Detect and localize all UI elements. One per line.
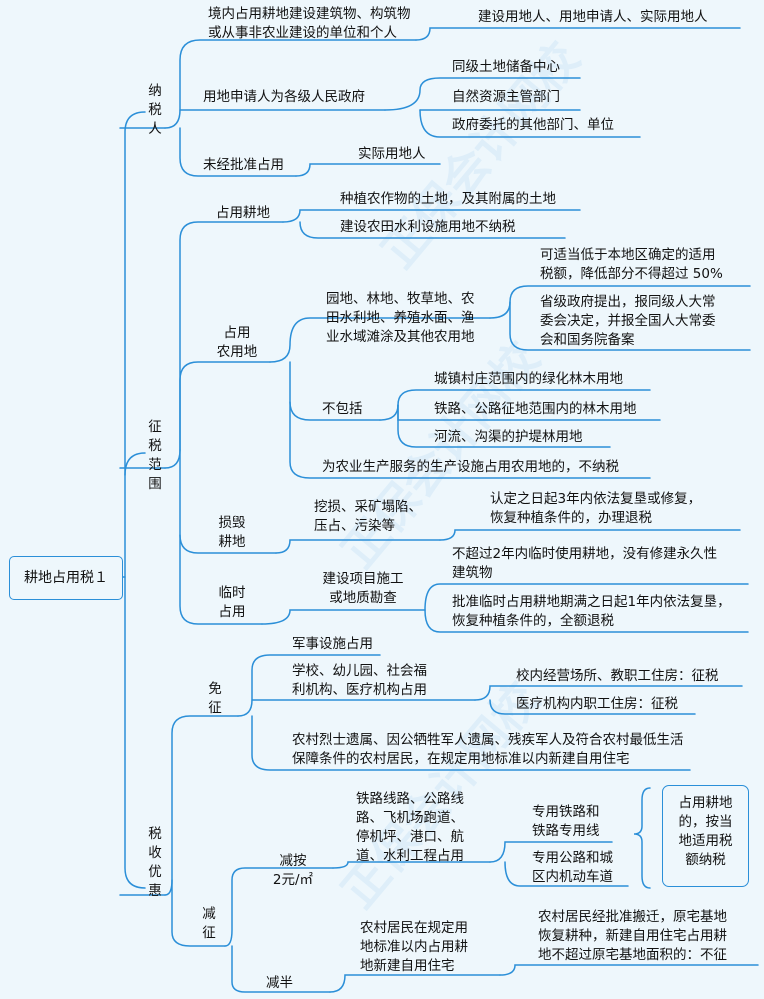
scope-temp: 临时 占用 — [218, 585, 246, 620]
relief-military: 军事设施占用 — [292, 636, 373, 652]
scope-damage-leaf: 认定之日起3年内依法复垦或修复， 恢复种植条件的，办理退税 — [490, 491, 702, 526]
scope-exclude: 不包括 — [322, 401, 363, 417]
scope-farmland-leaf: 种植农作物的土地，及其附属的土地 — [340, 191, 556, 207]
relief-title: 税 收 优 惠 — [148, 826, 162, 899]
relief-schools-leaf: 校内经营场所、教职工住房：征税 — [516, 668, 719, 684]
scope-farmland-leaf: 建设农田水利设施用地不纳税 — [340, 219, 516, 235]
taxpayer-branch-2-leaf: 政府委托的其他部门、单位 — [452, 117, 614, 133]
relief-reduce2-note: 占用耕地 的，按当 地适用税 额纳税 — [678, 795, 733, 868]
scope-exclude-leaf: 河流、沟渠的护堤林用地 — [434, 429, 583, 445]
relief-reduce2: 减按 2元/㎡ — [272, 853, 314, 888]
relief-reduce2-leaf: 专用公路和城 区内机动车道 — [532, 850, 613, 885]
taxpayer-branch-2: 用地申请人为各级人民政府 — [203, 89, 365, 105]
scope-temp-desc: 建设项目施工 或地质勘查 — [322, 571, 404, 606]
relief-half-leaf: 农村居民经批准搬迁，原宅基地 恢复耕种，新建自用住宅占用耕 地不超过原宅基地面积… — [538, 909, 727, 963]
scope-agri-leaf: 省级政府提出，报同级人大常 委会决定，并报全国人大常委 会和国务院备案 — [540, 294, 716, 348]
relief-rural-family: 农村烈士遗属、因公牺牲军人遗属、残疾军人及符合农村最低生活 保障条件的农村居民，… — [292, 732, 684, 767]
relief-half: 减半 — [266, 975, 293, 991]
relief-reduce: 减 征 — [202, 906, 216, 941]
taxpayer-branch-3-leaf: 实际用地人 — [358, 146, 426, 162]
scope-agri: 占用 农用地 — [216, 325, 258, 360]
relief-schools: 学校、幼儿园、社会福 利机构、医疗机构占用 — [292, 663, 427, 698]
taxpayer-branch-3: 未经批准占用 — [203, 157, 284, 173]
scope-agri-leaf: 可适当低于本地区确定的适用 税额，降低部分不得超过 50% — [540, 247, 723, 282]
relief-exempt: 免 征 — [208, 681, 222, 716]
scope-title: 征 税 范 围 — [148, 419, 162, 492]
scope-exclude-leaf: 铁路、公路征地范围内的林木用地 — [434, 401, 637, 417]
scope-agri-desc: 园地、林地、牧草地、农 田水利地、养殖水面、渔 业水域滩涂及其他农用地 — [326, 291, 475, 345]
taxpayer-branch-1-leaf: 建设用地人、用地申请人、实际用地人 — [478, 9, 708, 25]
taxpayer-branch-2-leaf: 同级土地储备中心 — [452, 59, 560, 75]
relief-schools-leaf: 医疗机构内职工住房：征税 — [516, 696, 678, 712]
relief-half-desc: 农村居民在规定用 地标准以内占用耕 地新建自用住宅 — [360, 920, 468, 974]
scope-damage-desc: 挖损、采矿塌陷、 压占、污染等 — [314, 499, 422, 534]
taxpayer-branch-1: 境内占用耕地建设建筑物、构筑物 或从事非农业建设的单位和个人 — [208, 6, 411, 41]
scope-agri-service: 为农业生产服务的生产设施占用农用地的，不纳税 — [322, 459, 619, 475]
scope-temp-leaf: 批准临时占用耕地期满之日起1年内依法复垦， 恢复种植条件的，全额退税 — [452, 594, 731, 629]
relief-reduce2-leaf: 专用铁路和 铁路专用线 — [532, 804, 600, 839]
scope-damage: 损毁 耕地 — [218, 515, 246, 550]
taxpayer-title: 纳 税 人 — [148, 83, 162, 137]
scope-temp-leaf: 不超过2年内临时使用耕地，没有修建永久性 建筑物 — [452, 546, 718, 581]
taxpayer-branch-2-leaf: 自然资源主管部门 — [452, 89, 560, 105]
root-topic: 耕地占用税１ — [9, 556, 123, 600]
relief-reduce2-note-box: 占用耕地 的，按当 地适用税 额纳税 — [662, 785, 749, 887]
scope-exclude-leaf: 城镇村庄范围内的绿化林木用地 — [434, 371, 623, 387]
scope-farmland: 占用耕地 — [216, 205, 270, 221]
relief-reduce2-desc: 铁路线路、公路线 路、飞机场跑道、 停机坪、港口、航 道、水利工程占用 — [356, 791, 464, 864]
